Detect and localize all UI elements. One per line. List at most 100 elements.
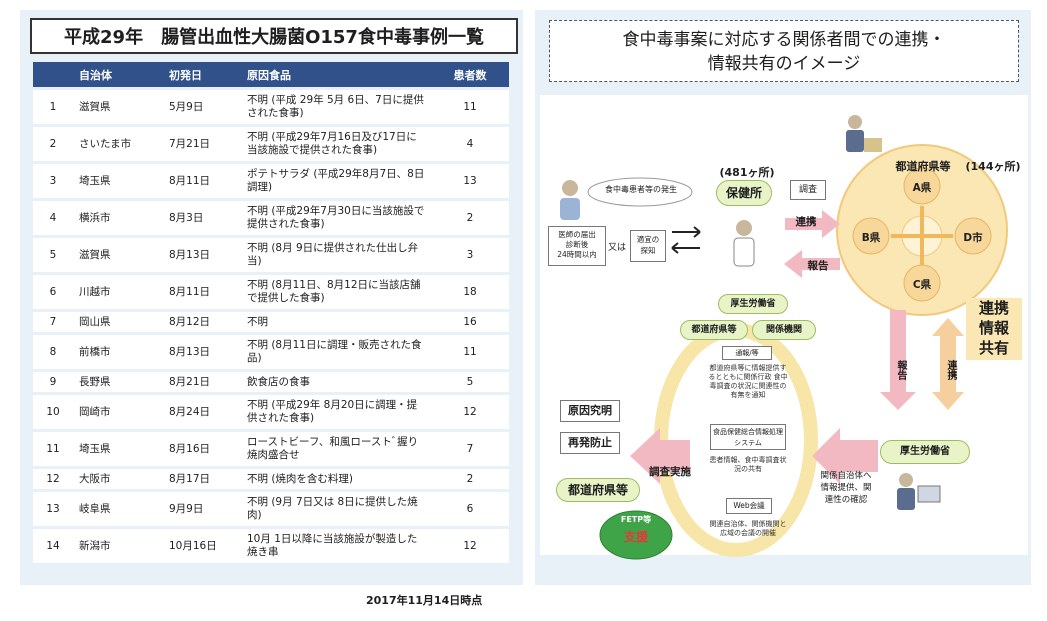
row-no: 7 [33, 312, 73, 332]
row-food: 不明 (焼肉を含む料理) [241, 469, 431, 489]
pref-a-circle [903, 167, 941, 205]
outbreak-cloud [587, 177, 693, 207]
exchange-arrow-left [671, 242, 700, 254]
row-no: 10 [33, 395, 73, 429]
as-of-date: 2017年11月14日時点 [366, 594, 483, 607]
chosa-box: 調査 [790, 180, 826, 200]
hokenjo-label: 保健所 [716, 180, 772, 206]
header-count: 患者数 [431, 62, 509, 87]
web-detail: 関連自治体、関係機関と広域の会議の開催 [709, 520, 787, 537]
pref-c-label: C県 [912, 279, 932, 291]
pref-d-circle [954, 217, 992, 255]
row-place: 滋賀県 [73, 238, 163, 272]
shien-label: 支援 [623, 530, 648, 544]
header-place: 自治体 [73, 62, 163, 87]
row-count: 5 [431, 372, 509, 392]
row-food: 飲食店の食事 [241, 372, 431, 392]
row-food: 10月 1日以降に当該施設が製造した焼き串 [241, 529, 431, 563]
row-date: 8月11日 [163, 164, 241, 198]
row-place: 埼玉県 [73, 432, 163, 466]
renkei-arrow-up-head [932, 318, 964, 336]
row-date: 8月11日 [163, 275, 241, 309]
exchange-arrow-right [672, 226, 701, 238]
or-label: 又は [607, 243, 626, 253]
row-count: 11 [431, 90, 509, 124]
row-no: 12 [33, 469, 73, 489]
hokoku-label: 報告 [807, 260, 829, 272]
row-food: 不明 (8月 9日に提供された仕出し弁当) [241, 238, 431, 272]
tsuho-box: 通報/等 [722, 346, 772, 360]
kanren-label: 関係自治体へ情報提供、関連性の確認 [820, 471, 872, 505]
row-place: 前橋市 [73, 335, 163, 369]
row-food: 不明 (平成29年7月30日に当該施設で提供された食事) [241, 201, 431, 235]
row-food: 不明 (8月11日に調理・販売された食品) [241, 335, 431, 369]
tsuho-detail: 都道府県等に情報提供するとともに関係行政 食中毒調査の状況に関連性の有無を通知 [708, 364, 788, 399]
row-date: 8月3日 [163, 201, 241, 235]
header-date: 初発日 [163, 62, 241, 87]
row-no: 9 [33, 372, 73, 392]
system-box: 食品保健総合情報処理システム [710, 424, 786, 450]
hokoku-arrow-down [880, 310, 916, 410]
row-date: 8月13日 [163, 238, 241, 272]
row-count: 12 [431, 395, 509, 429]
doctor-icon [733, 220, 755, 267]
row-no: 14 [33, 529, 73, 563]
mhlw-label: 厚生労働省 [880, 440, 970, 464]
row-count: 12 [431, 529, 509, 563]
mhlw-green-pill: 厚生労働省 [718, 294, 788, 314]
row-food: 不明 (9月 7日又は 8日に提供した焼肉) [241, 492, 431, 526]
row-place: さいたま市 [73, 127, 163, 161]
row-place: 岡山県 [73, 312, 163, 332]
row-date: 7月21日 [163, 127, 241, 161]
pref-green-pill: 都道府県等 [680, 320, 748, 340]
row-date: 9月9日 [163, 492, 241, 526]
row-place: 長野県 [73, 372, 163, 392]
row-no: 13 [33, 492, 73, 526]
row-count: 7 [431, 432, 509, 466]
row-date: 8月12日 [163, 312, 241, 332]
pref-a-label: A県 [912, 182, 932, 194]
diagram-title-line2: 情報共有のイメージ [707, 54, 861, 74]
renkei-label: 連携 [795, 216, 817, 228]
row-place: 岐阜県 [73, 492, 163, 526]
pref-count: (144ヶ所) [965, 160, 1021, 173]
system-detail: 患者情報、食中毒調査状況の共有 [709, 456, 787, 473]
row-no: 8 [33, 335, 73, 369]
row-food: 不明 (平成 29年 5月 6日、7日に提供された食事) [241, 90, 431, 124]
web-box: Web会議 [726, 498, 772, 514]
row-place: 新潟市 [73, 529, 163, 563]
renkei-arrow [785, 210, 840, 238]
row-count: 11 [431, 335, 509, 369]
row-date: 8月17日 [163, 469, 241, 489]
genin-box: 原因究明 [560, 400, 620, 422]
patient-icon [560, 180, 580, 220]
pref-d-label: D市 [963, 232, 983, 244]
row-food: 不明 (8月11日、8月12日に当該店舗で提供した食事) [241, 275, 431, 309]
row-food: 不明 [241, 312, 431, 332]
row-place: 大阪市 [73, 469, 163, 489]
row-count: 6 [431, 492, 509, 526]
row-place: 横浜市 [73, 201, 163, 235]
row-place: 岡崎市 [73, 395, 163, 429]
row-count: 3 [431, 238, 509, 272]
down-hokoku-label: 報告 [895, 360, 906, 380]
row-no: 5 [33, 238, 73, 272]
doctor-report-box: 医師の届出 診断後 24時間以内 [548, 226, 606, 266]
row-date: 8月16日 [163, 432, 241, 466]
pref-b-circle [852, 217, 890, 255]
official-icon [846, 115, 882, 152]
row-count: 2 [431, 469, 509, 489]
pref-cross-arrows [891, 206, 953, 265]
